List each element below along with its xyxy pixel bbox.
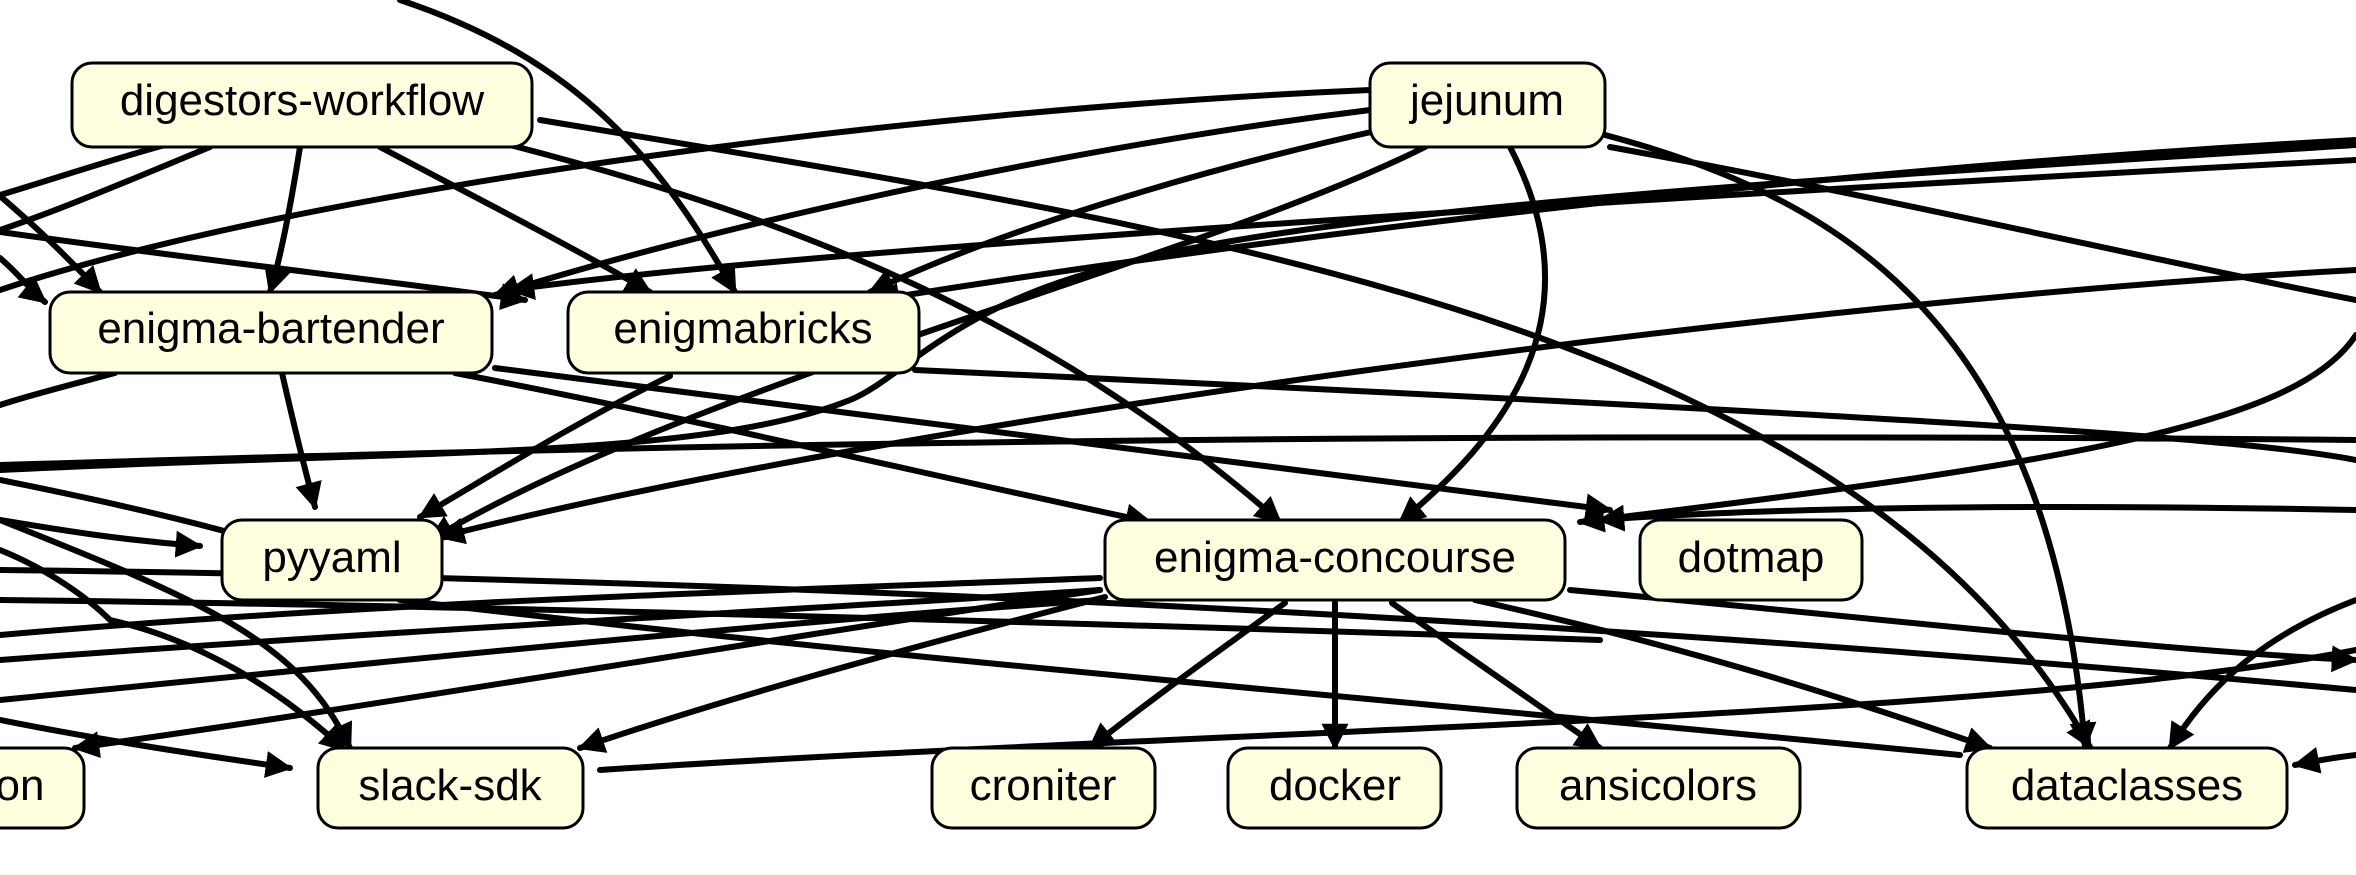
edge: [577, 594, 1108, 753]
edge: [2292, 746, 2356, 774]
edge: [0, 575, 1103, 638]
node-enigmabricks: enigmabricks: [566, 290, 921, 375]
edge: [507, 157, 2356, 301]
edge: [597, 647, 2356, 773]
edge: [1087, 600, 1288, 751]
node-enigma-bartender: enigma-bartender: [48, 290, 494, 375]
node-ansicolors: ansicolors: [1515, 746, 1802, 830]
edge: [437, 267, 2356, 545]
node-dataclasses: dataclasses: [1965, 746, 2289, 830]
edge: [0, 370, 118, 408]
edge: [0, 193, 103, 295]
node-enigma-concourse: enigma-concourse: [1103, 518, 1567, 602]
edge: [0, 717, 293, 778]
edge: [2167, 597, 2356, 751]
node-label: on: [0, 761, 44, 810]
edge: [1472, 597, 1993, 753]
node-label: dotmap: [1678, 533, 1825, 582]
node-jejunum: jejunum: [1368, 61, 1607, 149]
edge: [1597, 504, 2356, 532]
node-label: enigmabricks: [613, 304, 872, 353]
edge: [427, 144, 1428, 543]
node-digestors-workflow: digestors-workflow: [70, 61, 534, 149]
node-label: croniter: [970, 761, 1117, 810]
edge: [0, 144, 213, 233]
node-pyyaml: pyyaml: [220, 518, 444, 602]
edge: [0, 434, 2356, 468]
node-dotmap: dotmap: [1638, 518, 1864, 602]
node-label: ansicolors: [1559, 761, 1757, 810]
node-on: on: [0, 746, 86, 830]
edge: [397, 0, 738, 295]
edge: [537, 117, 2093, 750]
node-label: digestors-workflow: [120, 76, 485, 125]
edge: [377, 144, 653, 295]
node-slack-sdk: slack-sdk: [316, 746, 585, 830]
edge: [72, 587, 1103, 759]
edge: [1567, 587, 2356, 673]
edge: [492, 107, 1373, 301]
node-label: pyyaml: [262, 533, 401, 582]
edge: [912, 367, 2356, 463]
edge: [279, 370, 322, 510]
edge: [0, 547, 348, 753]
edge: [0, 517, 203, 558]
nodes: digestors-workflow jejunum enigma-barten…: [0, 61, 2289, 830]
node-croniter: croniter: [930, 746, 1157, 830]
edge: [264, 144, 303, 295]
node-docker: docker: [1226, 746, 1443, 830]
node-label: jejunum: [1408, 76, 1564, 125]
edge: [452, 370, 1153, 531]
edge: [1607, 144, 2356, 303]
node-label: docker: [1269, 761, 1401, 810]
edge: [0, 87, 1373, 293]
node-label: slack-sdk: [358, 761, 542, 810]
edges: [0, 0, 2356, 778]
node-label: dataclasses: [2011, 761, 2243, 810]
edge: [0, 597, 1103, 703]
node-label: enigma-concourse: [1154, 533, 1516, 582]
edge: [0, 517, 353, 751]
node-label: enigma-bartender: [97, 304, 444, 353]
edge: [867, 127, 1383, 295]
edge: [417, 373, 673, 520]
edge: [0, 142, 168, 198]
